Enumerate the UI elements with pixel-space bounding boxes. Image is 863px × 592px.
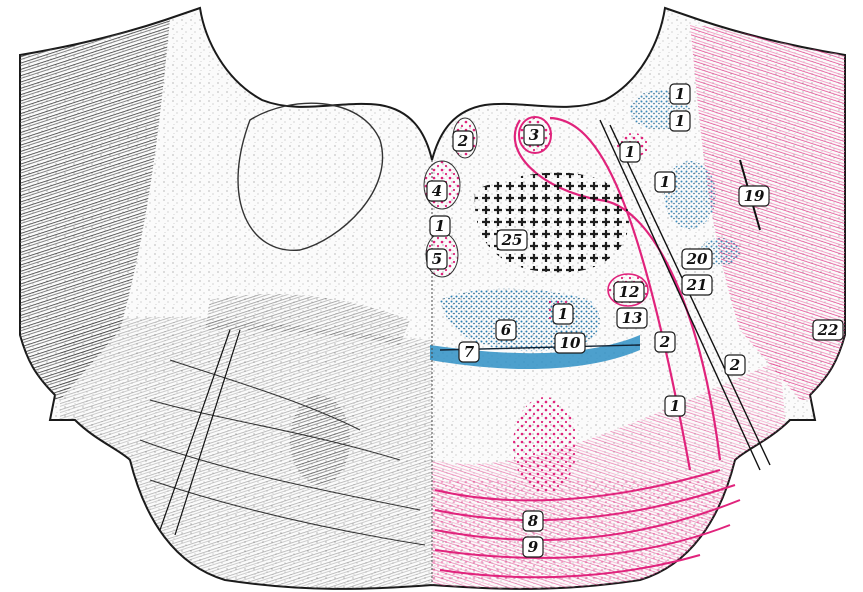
label-l-4: 4	[427, 181, 447, 201]
label-text: 6	[501, 321, 512, 339]
label-l-7: 7	[459, 342, 479, 362]
label-l-2-upper: 2	[453, 131, 473, 151]
nucleus-1-blue-mid	[664, 161, 716, 229]
label-l-1-mid-left: 1	[430, 216, 450, 236]
label-text: 22	[817, 321, 839, 339]
label-text: 1	[625, 143, 635, 161]
label-text: 10	[560, 334, 581, 352]
label-l-13: 13	[617, 308, 647, 328]
label-text: 25	[501, 231, 523, 249]
label-l-20: 20	[682, 249, 712, 269]
label-text: 3	[529, 126, 539, 144]
label-l-6: 6	[496, 320, 516, 340]
label-text: 13	[622, 309, 643, 327]
label-text: 8	[528, 512, 539, 530]
label-l-9: 9	[523, 537, 543, 557]
label-text: 21	[686, 276, 708, 294]
label-l-1-pink-upper: 1	[620, 142, 640, 162]
label-text: 2	[457, 132, 468, 150]
label-text: 7	[464, 343, 475, 361]
label-text: 2	[659, 333, 670, 351]
label-l-1-center: 1	[553, 304, 573, 324]
label-l-3: 3	[524, 125, 544, 145]
label-l-1-lower: 1	[665, 396, 685, 416]
label-text: 1	[435, 217, 445, 235]
label-l-19: 19	[739, 186, 769, 206]
label-l-5: 5	[427, 249, 447, 269]
label-l-10: 10	[555, 333, 585, 353]
label-l-25: 25	[497, 230, 527, 250]
label-text: 19	[744, 187, 765, 205]
label-l-2-mid: 2	[655, 332, 675, 352]
label-text: 1	[660, 173, 670, 191]
label-l-8: 8	[523, 511, 543, 531]
label-l-21: 21	[682, 275, 712, 295]
label-text: 1	[675, 112, 685, 130]
label-l-1-blue-mid: 1	[655, 172, 675, 192]
label-l-1-top-b: 1	[670, 111, 690, 131]
label-text: 2	[729, 356, 740, 374]
label-text: 20	[686, 250, 708, 268]
label-l-2-right: 2	[725, 355, 745, 375]
label-l-12: 12	[614, 282, 644, 302]
label-l-22: 22	[813, 320, 843, 340]
label-text: 1	[675, 85, 685, 103]
label-text: 1	[670, 397, 680, 415]
label-text: 1	[558, 305, 568, 323]
label-text: 4	[432, 182, 442, 200]
left-olive-nucleus	[290, 395, 350, 485]
label-text: 9	[528, 538, 539, 556]
label-l-1-top: 1	[670, 84, 690, 104]
label-text: 12	[619, 283, 640, 301]
right-olive-nucleus	[513, 397, 577, 493]
label-text: 5	[432, 250, 442, 268]
